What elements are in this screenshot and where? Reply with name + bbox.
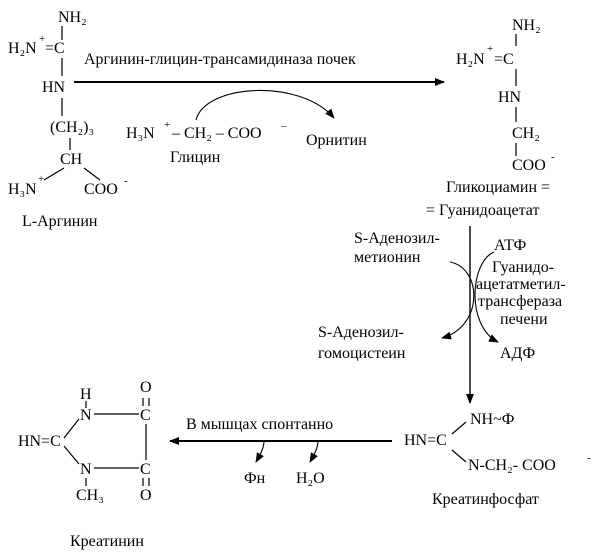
h2o-curve-arrow (309, 440, 319, 463)
bond (43, 167, 65, 181)
sah-line1: S-Аденозил- (318, 324, 404, 341)
enzyme2-line2: ацетатметил- (476, 276, 566, 293)
creatinine-c-top: C (140, 407, 151, 424)
sam-line1: S-Аденозил- (354, 230, 440, 247)
arginine-h3n-plus: + (38, 173, 44, 185)
sam-line2: метионин (354, 249, 421, 266)
arginine-ch2-3: (CH₂)₃ (50, 119, 94, 136)
glycocyamine-name-line1: Гликоциамин = (446, 179, 550, 196)
glycine-ornithine-curve-arrow (195, 89, 335, 121)
creatine-phosphate-name: Креатинфосфат (432, 491, 539, 508)
adp-label: АДФ (500, 345, 535, 362)
glycocyamine-structure: NH₂ H₂N + =C HN CH₂ COO - Гликоциамин = … (426, 17, 555, 219)
arginine-c: =C (45, 40, 65, 57)
reaction3-label: В мышцах спонтанно (186, 416, 333, 433)
bond (63, 445, 80, 465)
glycocyamine-plus: + (487, 43, 493, 55)
arginine-h3n: H₃N (8, 181, 37, 198)
glycocyamine-coo: COO (512, 157, 546, 174)
glycocyamine-h2n: H₂N (456, 51, 485, 68)
glycocyamine-name-line2: = Гуанидоацетат (426, 202, 539, 219)
atp-label: АТФ (494, 237, 526, 254)
enzyme2-line4: печени (500, 311, 548, 328)
bond (63, 418, 80, 439)
enzyme2-line3: трансфераза (478, 293, 562, 310)
bond (83, 167, 101, 181)
bond (451, 421, 467, 435)
enzyme2-line1: Гуанидо- (492, 259, 554, 276)
creatinine-o-bottom: O (140, 487, 152, 504)
glycocyamine-nh2: NH₂ (512, 17, 541, 34)
glycine-plus: + (164, 119, 170, 131)
creatine-phosphate-structure: NH~Ф HN=C N-CH₂- COO - Креатинфосфат (404, 411, 591, 508)
glycocyamine-c: =C (494, 51, 514, 68)
sam-sah-curve-arrow (441, 261, 475, 340)
glycine-name: Глицин (170, 149, 221, 166)
creatinine-c-bottom: C (140, 461, 151, 478)
glycine-h3n: H₃N (126, 125, 155, 142)
creatinine-hn-c: HN=C (18, 433, 61, 450)
glycine-structure: H₃N + – CH₂ – COO – Глицин (126, 119, 287, 166)
cp-n-ch2-coo: N-CH₂- COO (468, 457, 556, 474)
enzyme1-label: Аргинин-глицин-трансамидиназа почек (84, 51, 356, 68)
arginine-nh2: NH₂ (58, 9, 87, 26)
sah-line2: гомоцистеин (318, 345, 406, 362)
arginine-name: L-Аргинин (22, 213, 98, 230)
arginine-h2n: H₂N (8, 40, 37, 57)
arginine-structure: NH₂ H₂N + =C HN (CH₂)₃ CH H₃N + COO - L-… (8, 9, 128, 230)
creatinine-ch3: CH₃ (76, 487, 104, 504)
atp-adp-curve-arrow (474, 251, 499, 343)
cp-nh-p: NH~Ф (470, 411, 514, 428)
glycine-minus: – (280, 120, 287, 132)
h2o-label: H₂O (296, 470, 325, 487)
creatinine-name: Креатинин (70, 533, 144, 550)
creatinine-h: H (80, 386, 92, 403)
pn-label: Фн (244, 470, 266, 487)
arginine-plus: + (39, 33, 45, 45)
creatinine-structure: H N HN=C N CH₃ C C O O Креатинин (18, 379, 152, 550)
cp-hn-c: HN=C (404, 432, 447, 449)
pn-curve-arrow (255, 440, 265, 463)
arginine-coo-minus: - (124, 175, 128, 187)
arginine-coo: COO (84, 181, 118, 198)
ornithine-name: Орнитин (306, 132, 367, 149)
arginine-hn: HN (42, 79, 66, 96)
creatinine-o-top: O (140, 379, 152, 396)
arginine-ch: CH (60, 151, 83, 168)
glycine-chain: – CH₂ – COO (171, 125, 262, 142)
glycocyamine-minus: - (551, 151, 555, 163)
bond (451, 449, 467, 463)
cp-minus: - (587, 452, 591, 464)
creatinine-n-top: N (80, 407, 92, 424)
glycocyamine-ch2: CH₂ (512, 125, 540, 142)
creatinine-n-bottom: N (80, 461, 92, 478)
glycocyamine-hn: HN (498, 89, 522, 106)
